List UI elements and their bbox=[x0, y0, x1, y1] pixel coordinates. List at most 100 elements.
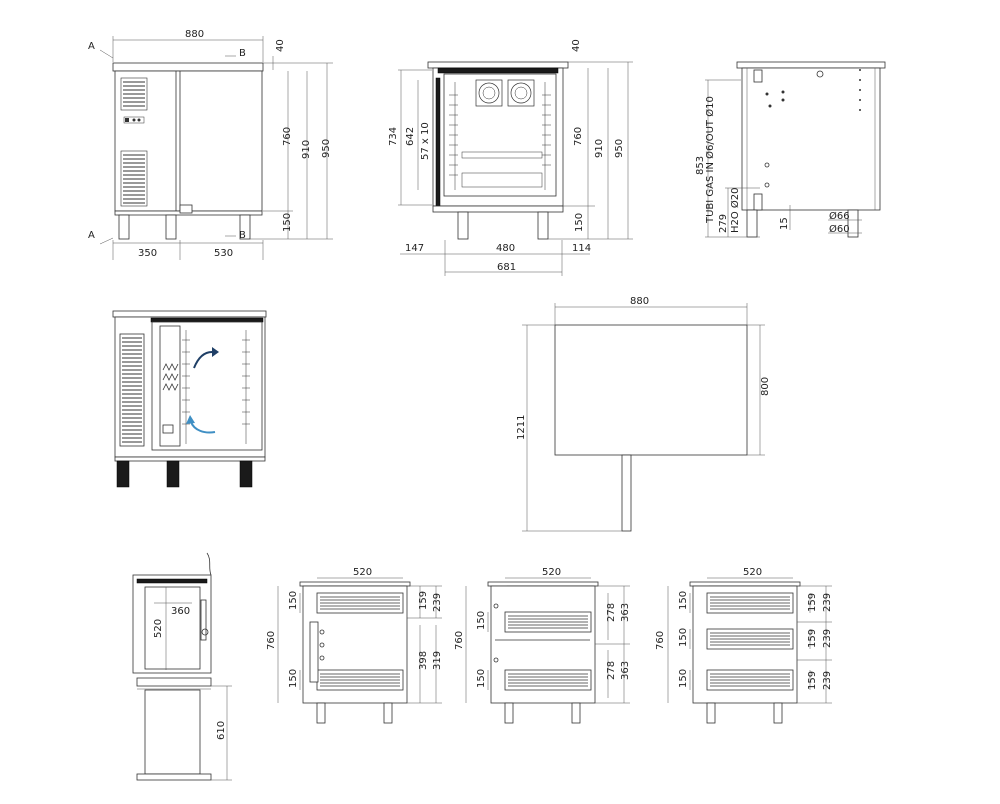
side-section-view: 734 642 57 x 10 40 760 910 950 150 147 4… bbox=[388, 39, 633, 276]
drawer1-r1: 159 bbox=[418, 591, 429, 610]
drawer3-left-top: 150 bbox=[678, 591, 689, 610]
side-h734: 734 bbox=[388, 127, 399, 146]
plan-d1211: 1211 bbox=[516, 415, 527, 440]
rear-worktop bbox=[736, 61, 886, 69]
front-width-880: 880 bbox=[185, 29, 204, 40]
open-leg-2 bbox=[166, 460, 180, 488]
section-a-top: A bbox=[88, 41, 95, 52]
drawer1-h760: 760 bbox=[266, 631, 277, 650]
section-a-bottom: A bbox=[88, 230, 95, 241]
plan-view: 880 800 1211 bbox=[516, 296, 771, 532]
drawer3-w520: 520 bbox=[743, 567, 762, 578]
drawer2-r3: 278 bbox=[606, 661, 617, 680]
side-h910: 910 bbox=[594, 139, 605, 158]
rear-h2o-label: H2O Ø20 bbox=[729, 187, 741, 233]
front-leg-150: 150 bbox=[282, 213, 293, 232]
side-plinth bbox=[432, 205, 564, 213]
drawer2-r1: 278 bbox=[606, 603, 617, 622]
side-h760: 760 bbox=[573, 127, 584, 146]
tray-h610: 610 bbox=[216, 721, 227, 740]
side-shelves: 57 x 10 bbox=[420, 122, 431, 160]
plan-outline bbox=[554, 324, 748, 456]
drawer1-r2: 239 bbox=[432, 593, 443, 612]
drawer3-r6: 239 bbox=[822, 671, 833, 690]
rear-h279: 279 bbox=[718, 214, 729, 233]
front-leg-2 bbox=[165, 214, 177, 240]
front-top-40: 40 bbox=[275, 39, 286, 52]
open-top-gasket bbox=[150, 317, 264, 323]
plan-door-swing bbox=[621, 454, 632, 532]
front-foot-detail bbox=[179, 204, 193, 214]
drawer3-r1: 159 bbox=[807, 593, 818, 612]
drawer1-left-bot: 150 bbox=[288, 669, 299, 688]
front-worktop bbox=[112, 62, 264, 72]
drawer-view-1: 520 760 150 150 159 239 398 319 bbox=[266, 567, 443, 724]
front-height-910: 910 bbox=[301, 140, 312, 159]
front-width-350: 350 bbox=[138, 248, 157, 259]
tray-stand bbox=[144, 689, 201, 775]
rear-h853: 853 bbox=[695, 156, 706, 175]
rear-view: 853 TUBI GAS IN Ø6/OUT Ø10 279 H2O Ø20 1… bbox=[695, 61, 886, 238]
section-b-bottom: B bbox=[239, 230, 246, 241]
side-leg-150: 150 bbox=[574, 213, 585, 232]
drawer2-w520: 520 bbox=[542, 567, 561, 578]
drawer1-r4: 319 bbox=[432, 651, 443, 670]
drawer1-left-top: 150 bbox=[288, 591, 299, 610]
drawer-view-2: 520 760 150 150 278 363 278 363 bbox=[454, 567, 631, 724]
side-top-gasket bbox=[437, 67, 559, 74]
side-leg-1 bbox=[457, 211, 469, 240]
drawer2-r2: 363 bbox=[620, 603, 631, 622]
drawer3-r4: 239 bbox=[822, 629, 833, 648]
side-h642: 642 bbox=[405, 127, 416, 146]
drawer2-h760: 760 bbox=[454, 631, 465, 650]
side-leg-2 bbox=[537, 211, 549, 240]
side-h950: 950 bbox=[614, 139, 625, 158]
air-in-arrow bbox=[190, 421, 216, 434]
drawer3-r5: 159 bbox=[807, 671, 818, 690]
open-leg-3 bbox=[239, 460, 253, 488]
drawer1-w520: 520 bbox=[353, 567, 372, 578]
drawer2-left-top: 150 bbox=[476, 611, 487, 630]
plan-d800: 800 bbox=[760, 377, 771, 396]
rear-d66: Ø66 bbox=[829, 210, 850, 222]
front-height-760: 760 bbox=[282, 127, 293, 146]
open-worktop bbox=[112, 310, 267, 318]
evaporator-panel bbox=[159, 325, 181, 447]
side-w147: 147 bbox=[405, 243, 424, 254]
drawer3-left-mid: 150 bbox=[678, 628, 689, 647]
drawer3-left-bot: 150 bbox=[678, 669, 689, 688]
drawer3-r3: 159 bbox=[807, 629, 818, 648]
front-height-950: 950 bbox=[321, 139, 332, 158]
air-out-arrow bbox=[193, 351, 213, 369]
rear-leg-2 bbox=[847, 209, 859, 238]
side-top-40: 40 bbox=[571, 39, 582, 52]
door-gasket bbox=[435, 77, 441, 207]
rear-d60: Ø60 bbox=[829, 223, 850, 235]
rear-body bbox=[741, 67, 881, 211]
rear-gas-label: TUBI GAS IN Ø6/OUT Ø10 bbox=[704, 96, 716, 224]
tray-w360: 360 bbox=[171, 606, 190, 617]
rear-leg-1 bbox=[746, 209, 758, 238]
front-view: A A B B 880 40 760 910 950 150 350 530 bbox=[88, 29, 333, 260]
tray-view: 360 520 506 610 bbox=[132, 552, 232, 781]
side-worktop bbox=[427, 61, 569, 69]
front-leg-3 bbox=[239, 214, 251, 240]
side-w681: 681 bbox=[497, 262, 516, 273]
drawer2-left-bot: 150 bbox=[476, 669, 487, 688]
section-b-top: B bbox=[239, 48, 246, 59]
drawer3-r2: 239 bbox=[822, 593, 833, 612]
tray-d520: 520 bbox=[153, 619, 164, 638]
front-leg-1 bbox=[118, 214, 130, 240]
side-w114: 114 bbox=[572, 243, 591, 254]
rear-h15: 15 bbox=[779, 217, 790, 230]
tray-top bbox=[136, 677, 212, 687]
side-w480: 480 bbox=[496, 243, 515, 254]
tray-slot bbox=[461, 151, 543, 159]
evaporator bbox=[461, 172, 543, 188]
plan-w880: 880 bbox=[630, 296, 649, 307]
drawer-view-3: 520 760 150 150 150 159 239 159 239 159 … bbox=[655, 567, 833, 724]
open-door-view bbox=[112, 310, 267, 488]
open-leg-1 bbox=[116, 460, 130, 488]
